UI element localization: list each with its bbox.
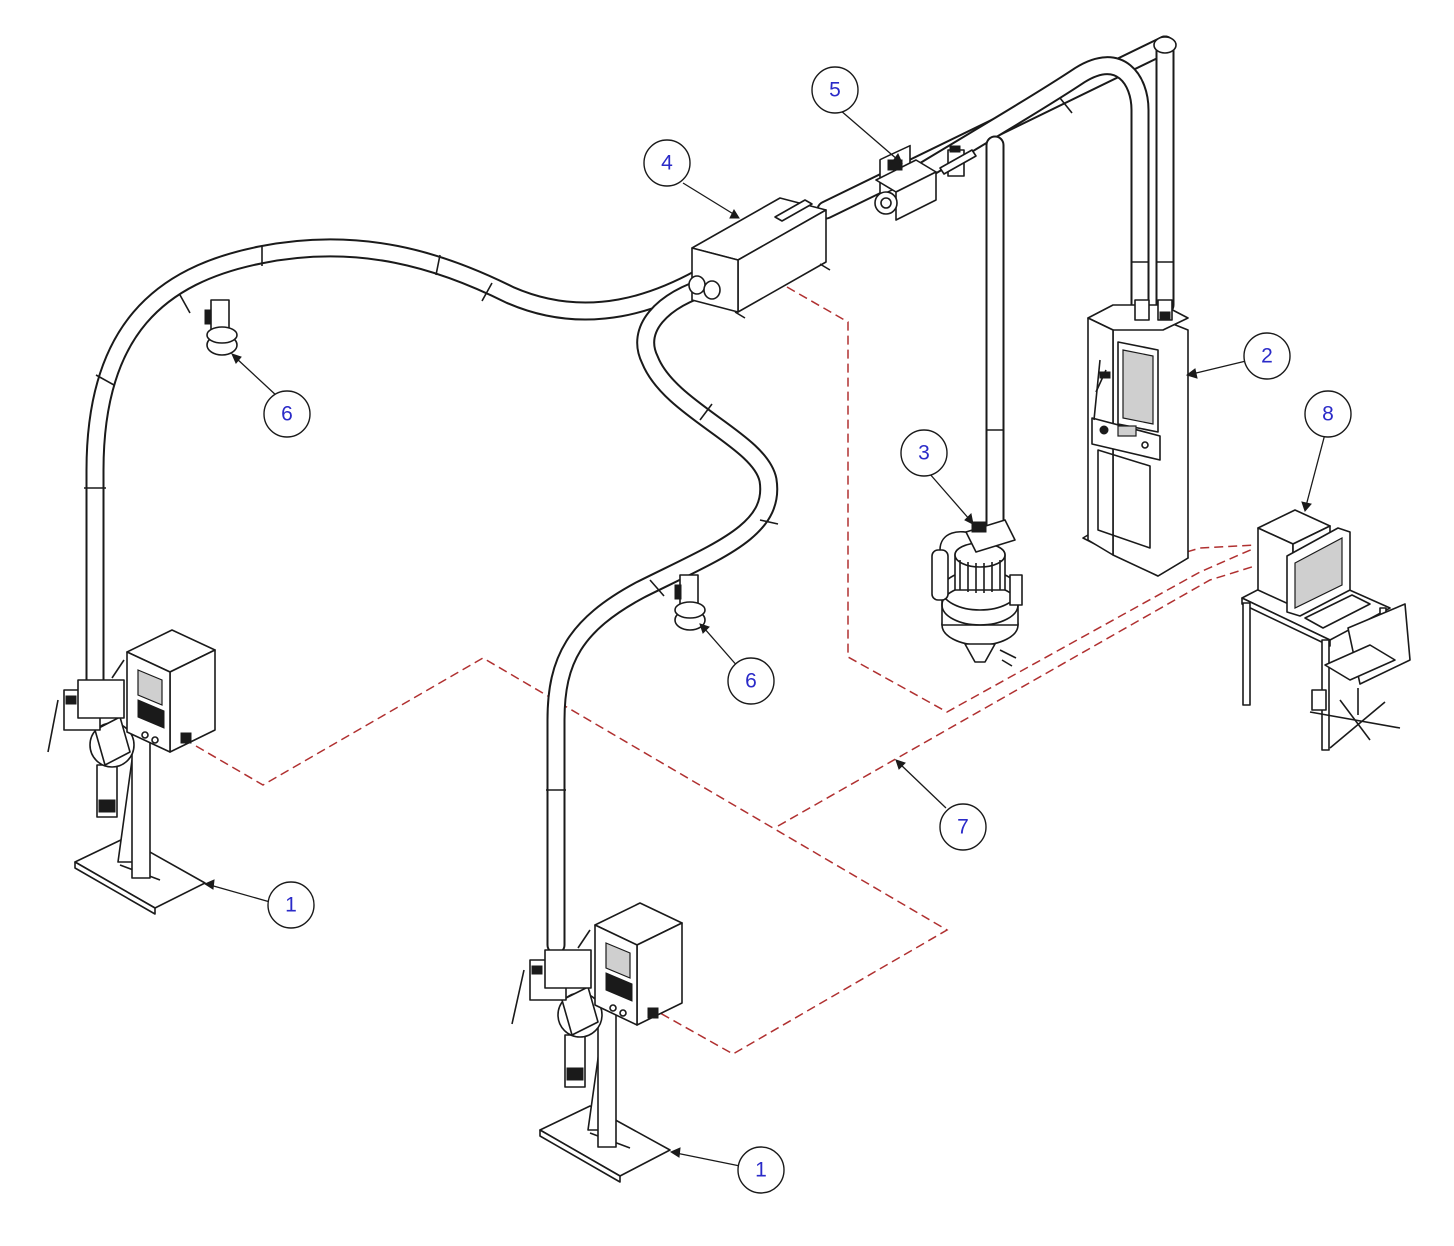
computer-workstation [1241,509,1411,751]
callout-1-left: 1 [267,881,315,929]
dispensing-station-left [47,629,216,915]
callout-3-label: 3 [918,442,930,465]
callout-7: 7 [939,803,987,851]
callout-3: 3 [900,429,948,477]
callout-leaders [203,109,1326,1167]
loading-station-lower [674,574,706,631]
callout-1-right-label: 1 [755,1159,767,1182]
callout-6-lower: 6 [727,657,775,705]
callout-1-right: 1 [737,1146,785,1194]
callout-2-label: 2 [1261,345,1273,368]
cable-unit1a-to-computer [195,657,949,1055]
callout-7-label: 7 [957,816,969,839]
callout-4: 4 [643,139,691,187]
collector-box [688,197,831,319]
callout-5-label: 5 [829,79,841,102]
callout-6-upper: 6 [263,390,311,438]
cable-box-to-computer [786,286,1256,713]
callout-4-label: 4 [661,152,673,175]
callout-6-upper-label: 6 [281,403,293,426]
callout-1-left-label: 1 [285,894,297,917]
callout-6-lower-label: 6 [745,670,757,693]
diverter-valve [874,144,977,221]
cable-console-to-computer [1159,544,1256,561]
vacuum-blower [931,519,1023,667]
cable-branch-to-computer [777,565,1256,827]
callout-5: 5 [811,66,859,114]
conveying-tubes [84,35,1177,955]
dispensing-station-right [511,902,683,1183]
signal-cables [195,286,1256,1055]
callout-2: 2 [1243,332,1291,380]
corner-elbow [1153,36,1177,54]
control-console [1082,299,1189,577]
callout-8-label: 8 [1322,403,1334,426]
callout-8: 8 [1304,390,1352,438]
loading-station-upper [204,299,238,356]
